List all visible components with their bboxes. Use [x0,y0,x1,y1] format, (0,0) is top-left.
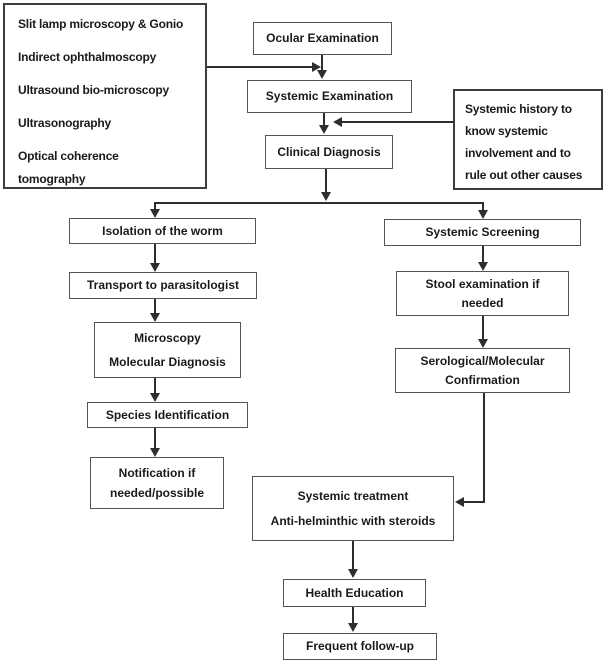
connector-microscopy-to-species-line [154,378,156,394]
connector-investigations-to-flow-line [207,66,312,68]
node-frequent-follow-up: Frequent follow-up [283,633,437,660]
arrowhead-ocular-to-systemic [317,70,327,79]
arrowhead-treatment-to-health [348,569,358,578]
arrowhead-clinical-to-branch [321,192,331,201]
connector-screening-to-stool-line [482,246,484,263]
connector-isolation-to-transport-line [154,244,156,264]
arrowhead-history-to-flow [333,117,342,127]
investigation-item: Ultrasonography [18,116,112,130]
arrowhead-isolation-to-transport [150,263,160,272]
node-stool-examination: Stool examination if needed [396,271,569,316]
connector-stool-to-serological-line [482,316,484,340]
node-systemic-history-note: Systemic history to know systemic involv… [453,89,603,190]
node-serological-molecular-confirmation: Serological/Molecular Confirmation [395,348,570,393]
connector-serological-to-treatment-vertical [483,393,485,503]
connector-systemic-to-clinical-line [323,113,325,127]
node-isolation-of-the-worm: Isolation of the worm [69,218,256,244]
arrowhead-serological-to-treatment [455,497,464,507]
arrowhead-investigations-to-flow [312,62,321,72]
arrowhead-branch-to-isolation [150,209,160,218]
arrowhead-systemic-to-clinical [319,125,329,134]
node-systemic-screening: Systemic Screening [384,219,581,246]
connector-serological-to-treatment-horizontal [464,501,485,503]
node-systemic-treatment: Systemic treatment Anti-helminthic with … [252,476,454,541]
connector-branch-horizontal-line [154,202,484,204]
arrowhead-branch-to-screening [478,210,488,219]
connector-health-to-followup-line [352,607,354,624]
node-ocular-investigations-list: Slit lamp microscopy & Gonio Indirect op… [3,3,207,189]
arrowhead-microscopy-to-species [150,393,160,402]
connector-species-to-notification-line [154,428,156,449]
node-ocular-examination: Ocular Examination [253,22,392,55]
investigation-item: Slit lamp microscopy & Gonio [18,17,184,31]
connector-transport-to-microscopy-line [154,299,156,314]
investigation-item: Ultrasound bio-microscopy [18,83,170,97]
arrowhead-health-to-followup [348,623,358,632]
arrowhead-species-to-notification [150,448,160,457]
arrowhead-screening-to-stool [478,262,488,271]
node-systemic-examination: Systemic Examination [247,80,412,113]
investigation-item: Optical coherence tomography [18,149,119,186]
connector-treatment-to-health-line [352,541,354,570]
connector-ocular-to-systemic-line [321,55,323,71]
connector-clinical-to-branch-line [325,169,327,193]
node-transport-to-parasitologist: Transport to parasitologist [69,272,257,299]
connector-history-to-flow-line [342,121,453,123]
arrowhead-stool-to-serological [478,339,488,348]
node-notification-if-needed: Notification if needed/possible [90,457,224,509]
node-clinical-diagnosis: Clinical Diagnosis [265,135,393,169]
node-species-identification: Species Identification [87,402,248,428]
connector-branch-to-screening-line [482,202,484,211]
connector-branch-to-isolation-line [154,202,156,210]
arrowhead-transport-to-microscopy [150,313,160,322]
node-microscopy-molecular-diagnosis: Microscopy Molecular Diagnosis [94,322,241,378]
node-health-education: Health Education [283,579,426,607]
investigation-item: Indirect ophthalmoscopy [18,50,157,64]
